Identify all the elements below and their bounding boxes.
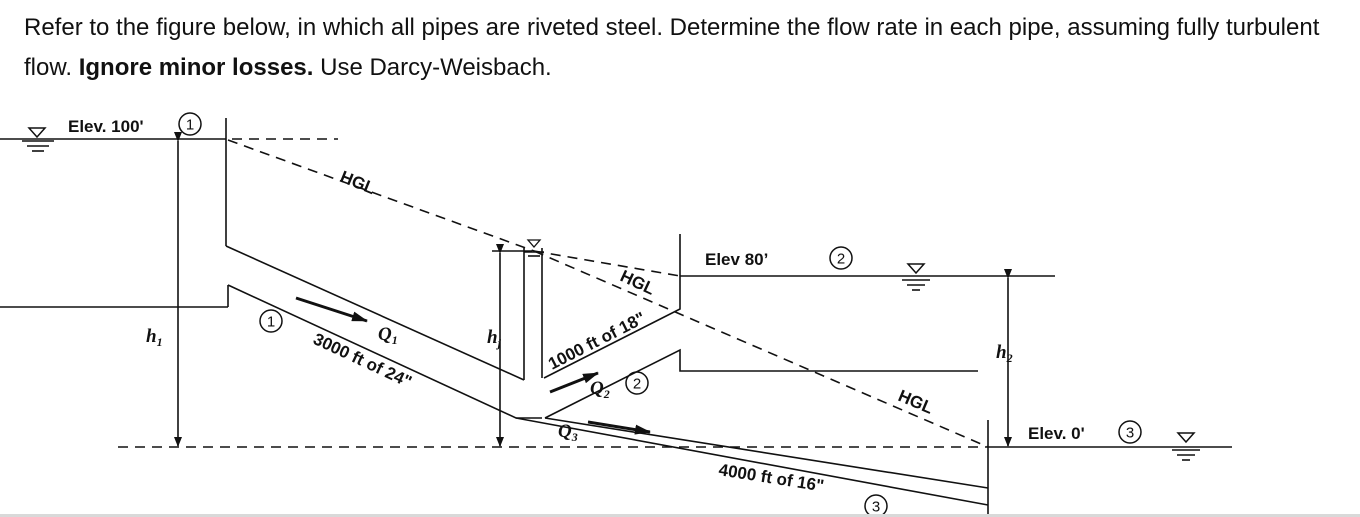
pipe-2: 1000 ft of 18" Q2 2: [543, 234, 1055, 419]
svg-text:1: 1: [267, 314, 275, 331]
q2-label: Q2: [590, 378, 610, 401]
node-1-circle-top: 1: [178, 112, 202, 136]
node-3-circle-pipe: 3: [864, 494, 888, 517]
svg-text:1: 1: [186, 117, 194, 134]
q1-label: Q1: [378, 324, 398, 347]
reservoir-3: Elev. 0' 3: [118, 420, 1232, 461]
problem-text-bold: Ignore minor losses.: [78, 54, 314, 81]
water-level-icon-3: [1172, 432, 1200, 461]
page-bottom-divider: [0, 514, 1360, 517]
node-2-circle-pipe: 2: [625, 371, 649, 395]
svg-text:2: 2: [837, 251, 845, 268]
pipe-1-label: 3000 ft of 24": [310, 329, 414, 391]
q3-label: Q3: [558, 421, 578, 444]
flow-arrow-q2: [549, 371, 599, 394]
flow-arrow-q3: [587, 420, 651, 435]
pipe-2-label: 1000 ft of 18": [545, 308, 648, 373]
pipe-3: Q3 4000 ft of 16" 3: [515, 417, 989, 517]
reservoir-2-elevation: Elev 80’: [705, 250, 768, 269]
svg-text:3: 3: [1126, 425, 1134, 442]
hgl-label-3: HGL: [895, 386, 935, 418]
reservoir-2: Elev 80’ 2 h2: [705, 246, 1013, 447]
water-level-icon-1: [22, 127, 54, 152]
h1-label: h1: [146, 326, 163, 349]
hgl-label-1: HGL: [338, 167, 378, 198]
reservoir-3-elevation: Elev. 0': [1028, 424, 1085, 443]
problem-statement: Refer to the figure below, in which all …: [24, 8, 1354, 88]
node-3-circle-top: 3: [1118, 420, 1142, 444]
node-1-circle-pipe: 1: [259, 309, 283, 333]
problem-text-1: Refer to the figure below, in which all …: [24, 14, 1320, 81]
h1-dimension: h1: [146, 132, 182, 447]
node-2-circle-top: 2: [829, 246, 853, 270]
reservoir-1-elevation: Elev. 100': [68, 117, 144, 136]
reservoir-1: Elev. 100' 1: [0, 112, 338, 308]
svg-text:3: 3: [872, 499, 880, 516]
flow-arrow-q1: [295, 296, 368, 323]
problem-text-3: Use Darcy-Weisbach.: [313, 54, 552, 81]
svg-text:2: 2: [633, 376, 641, 393]
hj-label: hj: [487, 327, 502, 350]
water-level-icon-2: [902, 263, 930, 291]
junction: hj: [487, 239, 544, 447]
h2-label: h2: [996, 342, 1013, 365]
